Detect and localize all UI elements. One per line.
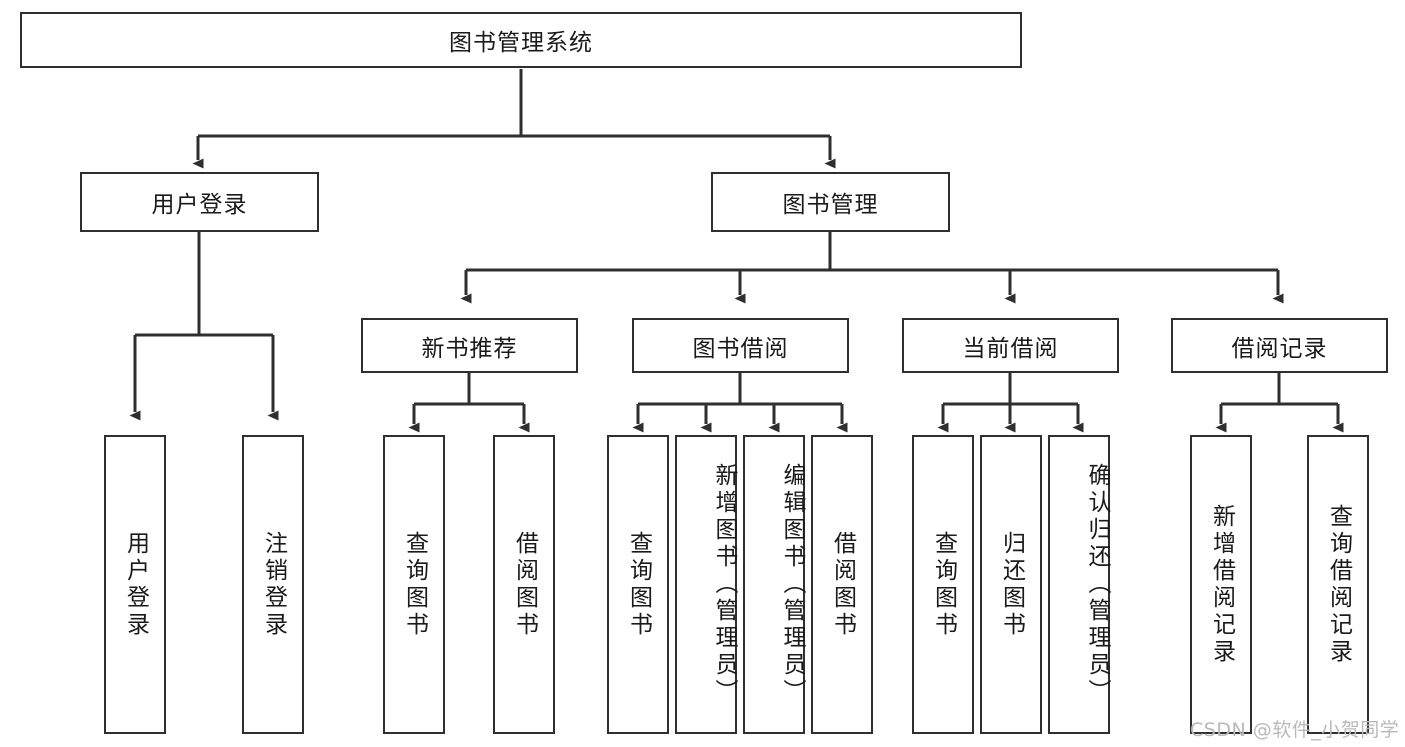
node-label: 图书借阅 — [692, 335, 789, 362]
node-leaf-logout-login[interactable]: 注销登录 — [242, 435, 304, 734]
node-book-borrow[interactable]: 图书借阅 — [632, 318, 849, 373]
node-leaf-add-record[interactable]: 新增借阅记录 — [1190, 435, 1252, 734]
node-label: 查询图书 — [930, 530, 957, 639]
node-label: 用户登录 — [151, 192, 248, 218]
node-label: 新书推荐 — [421, 335, 518, 362]
node-leaf-borrow-book-1[interactable]: 借阅图书 — [493, 435, 555, 734]
node-label: 借阅图书 — [829, 530, 856, 639]
node-label: 用户登录 — [122, 530, 149, 639]
node-leaf-query-book-3[interactable]: 查询图书 — [912, 435, 974, 734]
node-label: 查询图书 — [401, 530, 428, 639]
node-label: 图书管理系统 — [449, 30, 593, 56]
node-label: 借阅记录 — [1231, 335, 1328, 362]
node-book-management-system[interactable]: 图书管理系统 — [20, 12, 1022, 68]
node-label: 查询图书 — [625, 530, 652, 639]
node-label: 借阅图书 — [511, 530, 538, 639]
node-leaf-user-login[interactable]: 用户登录 — [104, 435, 166, 734]
node-leaf-confirm-return[interactable]: 确认归还（管理员） — [1048, 435, 1110, 734]
node-current-borrow[interactable]: 当前借阅 — [902, 318, 1119, 373]
node-leaf-query-book-2[interactable]: 查询图书 — [607, 435, 669, 734]
node-leaf-borrow-book-2[interactable]: 借阅图书 — [811, 435, 873, 734]
node-borrow-record[interactable]: 借阅记录 — [1171, 318, 1388, 373]
node-user-login[interactable]: 用户登录 — [80, 172, 319, 232]
node-label: 查询借阅记录 — [1325, 503, 1352, 666]
node-label: 归还图书 — [998, 530, 1025, 639]
node-leaf-return-book[interactable]: 归还图书 — [980, 435, 1042, 734]
node-label: 新增图书（管理员） — [711, 463, 737, 706]
node-leaf-edit-book[interactable]: 编辑图书（管理员） — [743, 435, 805, 734]
node-leaf-query-book-1[interactable]: 查询图书 — [383, 435, 445, 734]
node-leaf-add-book[interactable]: 新增图书（管理员） — [675, 435, 737, 734]
node-label: 当前借阅 — [962, 335, 1059, 362]
node-book-manage[interactable]: 图书管理 — [711, 172, 950, 232]
node-label: 图书管理 — [782, 192, 879, 218]
node-label: 新增借阅记录 — [1208, 503, 1235, 666]
node-label: 确认归还（管理员） — [1084, 463, 1110, 706]
node-label: 注销登录 — [260, 530, 287, 639]
node-label: 编辑图书（管理员） — [779, 463, 805, 706]
node-leaf-query-record[interactable]: 查询借阅记录 — [1307, 435, 1369, 734]
node-new-book-recommend[interactable]: 新书推荐 — [361, 318, 578, 373]
watermark-text: CSDN @软件_小贺同学 — [1190, 719, 1400, 741]
